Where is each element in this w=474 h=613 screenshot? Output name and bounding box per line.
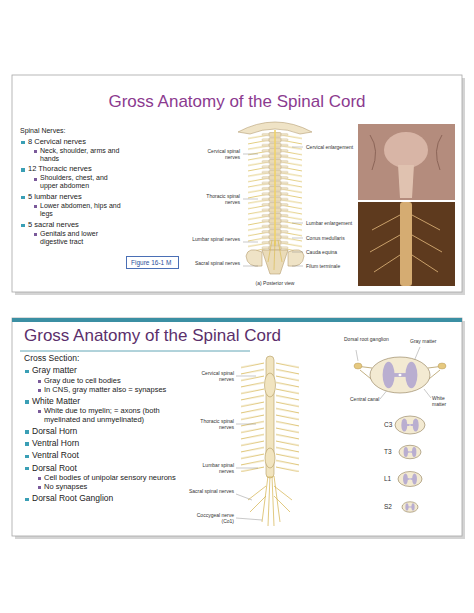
figure-tag: Figure 16-1 M [126,256,179,269]
figure-label: S2 [384,503,398,511]
figure-label: Dorsal root ganglion [344,336,390,342]
figure-label: Cervical spinal nerves [192,148,240,160]
figure-label: Central canal [350,396,386,402]
figure-caption: Figure 16-1 M [131,259,171,266]
bullet-text: White Matter [32,397,188,407]
figure-label: Cauda equina [306,249,354,255]
figure-label: Coccygeal nerve (Co1) [188,512,234,524]
figure-label: C3 [384,421,398,429]
bullet-text: Gray due to cell bodies [44,377,188,386]
figure-label: Cervical spinal nerves [188,370,234,382]
bullet-text: Dorsal Root [32,464,188,474]
bullet-list: Spinal Nerves: 8 Cervical nervesNeck, sho… [20,127,124,246]
bullet-text: Lower abdomen, hips and legs [40,202,124,218]
bullet-text: 5 sacral nerves [28,221,124,230]
slide-title: Gross Anatomy of the Spinal Cord [24,327,324,346]
figure-label: Sacral spinal nerves [192,260,240,266]
list-heading: Spinal Nerves: [20,127,124,135]
bullet-list: Cross Section: Gray matterGray due to cel… [24,354,188,504]
figure-label: Sacral spinal nerves [188,488,234,494]
figure-label: White matter [432,395,460,407]
figure-label: Conus medullaris [306,235,354,241]
figure-label: L1 [384,475,398,483]
bullet-text: Ventral Horn [32,439,188,449]
figure-label: Cervical enlargement [306,144,354,150]
figure-label: Thoracic spinal nerves [188,418,234,430]
bullet-text: Dorsal Root Ganglion [32,494,188,504]
figure-label: Lumbar spinal nerves [188,462,234,474]
bullet-text: 12 Thoracic nerves [28,165,124,174]
bullet-text: 5 lumbar nerves [28,193,124,202]
figure-label: Lumbar enlargement [306,220,354,226]
figure-label: Lumbar spinal nerves [192,236,240,242]
figure-label: Filum terminale [306,263,354,269]
bullet-text: Gray matter [32,366,188,376]
bullet-text: Cell bodies of unipolar sensory neurons [44,474,188,483]
list-heading: Cross Section: [24,354,188,364]
bullet-text: Shoulders, chest, and upper abdomen [40,174,124,190]
bullet-text: 8 Cervical nerves [28,138,124,147]
figure-label: (a) Posterior view [245,280,305,286]
bullet-text: Genitals and lower digestive tract [40,230,124,246]
bullet-text: In CNS, gray matter also = synapses [44,386,188,395]
figure-label: Thoracic spinal nerves [192,193,240,205]
bullet-text: Ventral Root [32,451,188,461]
slide-title: Gross Anatomy of the Spinal Cord [12,93,462,112]
figure-label: T3 [384,448,398,456]
slide-panel: Gross Anatomy of the Spinal CordCross Se… [12,318,462,536]
bullet-text: Neck, shoulder, arms and hands [40,147,124,163]
figure-label: Gray matter [410,338,450,344]
bullet-text: White due to myelin; = axons (both myeli… [44,407,188,424]
bullet-text: Dorsal Horn [32,427,188,437]
slide-panel: Gross Anatomy of the Spinal CordSpinal N… [12,75,462,292]
bullet-text: No synapses [44,483,188,492]
